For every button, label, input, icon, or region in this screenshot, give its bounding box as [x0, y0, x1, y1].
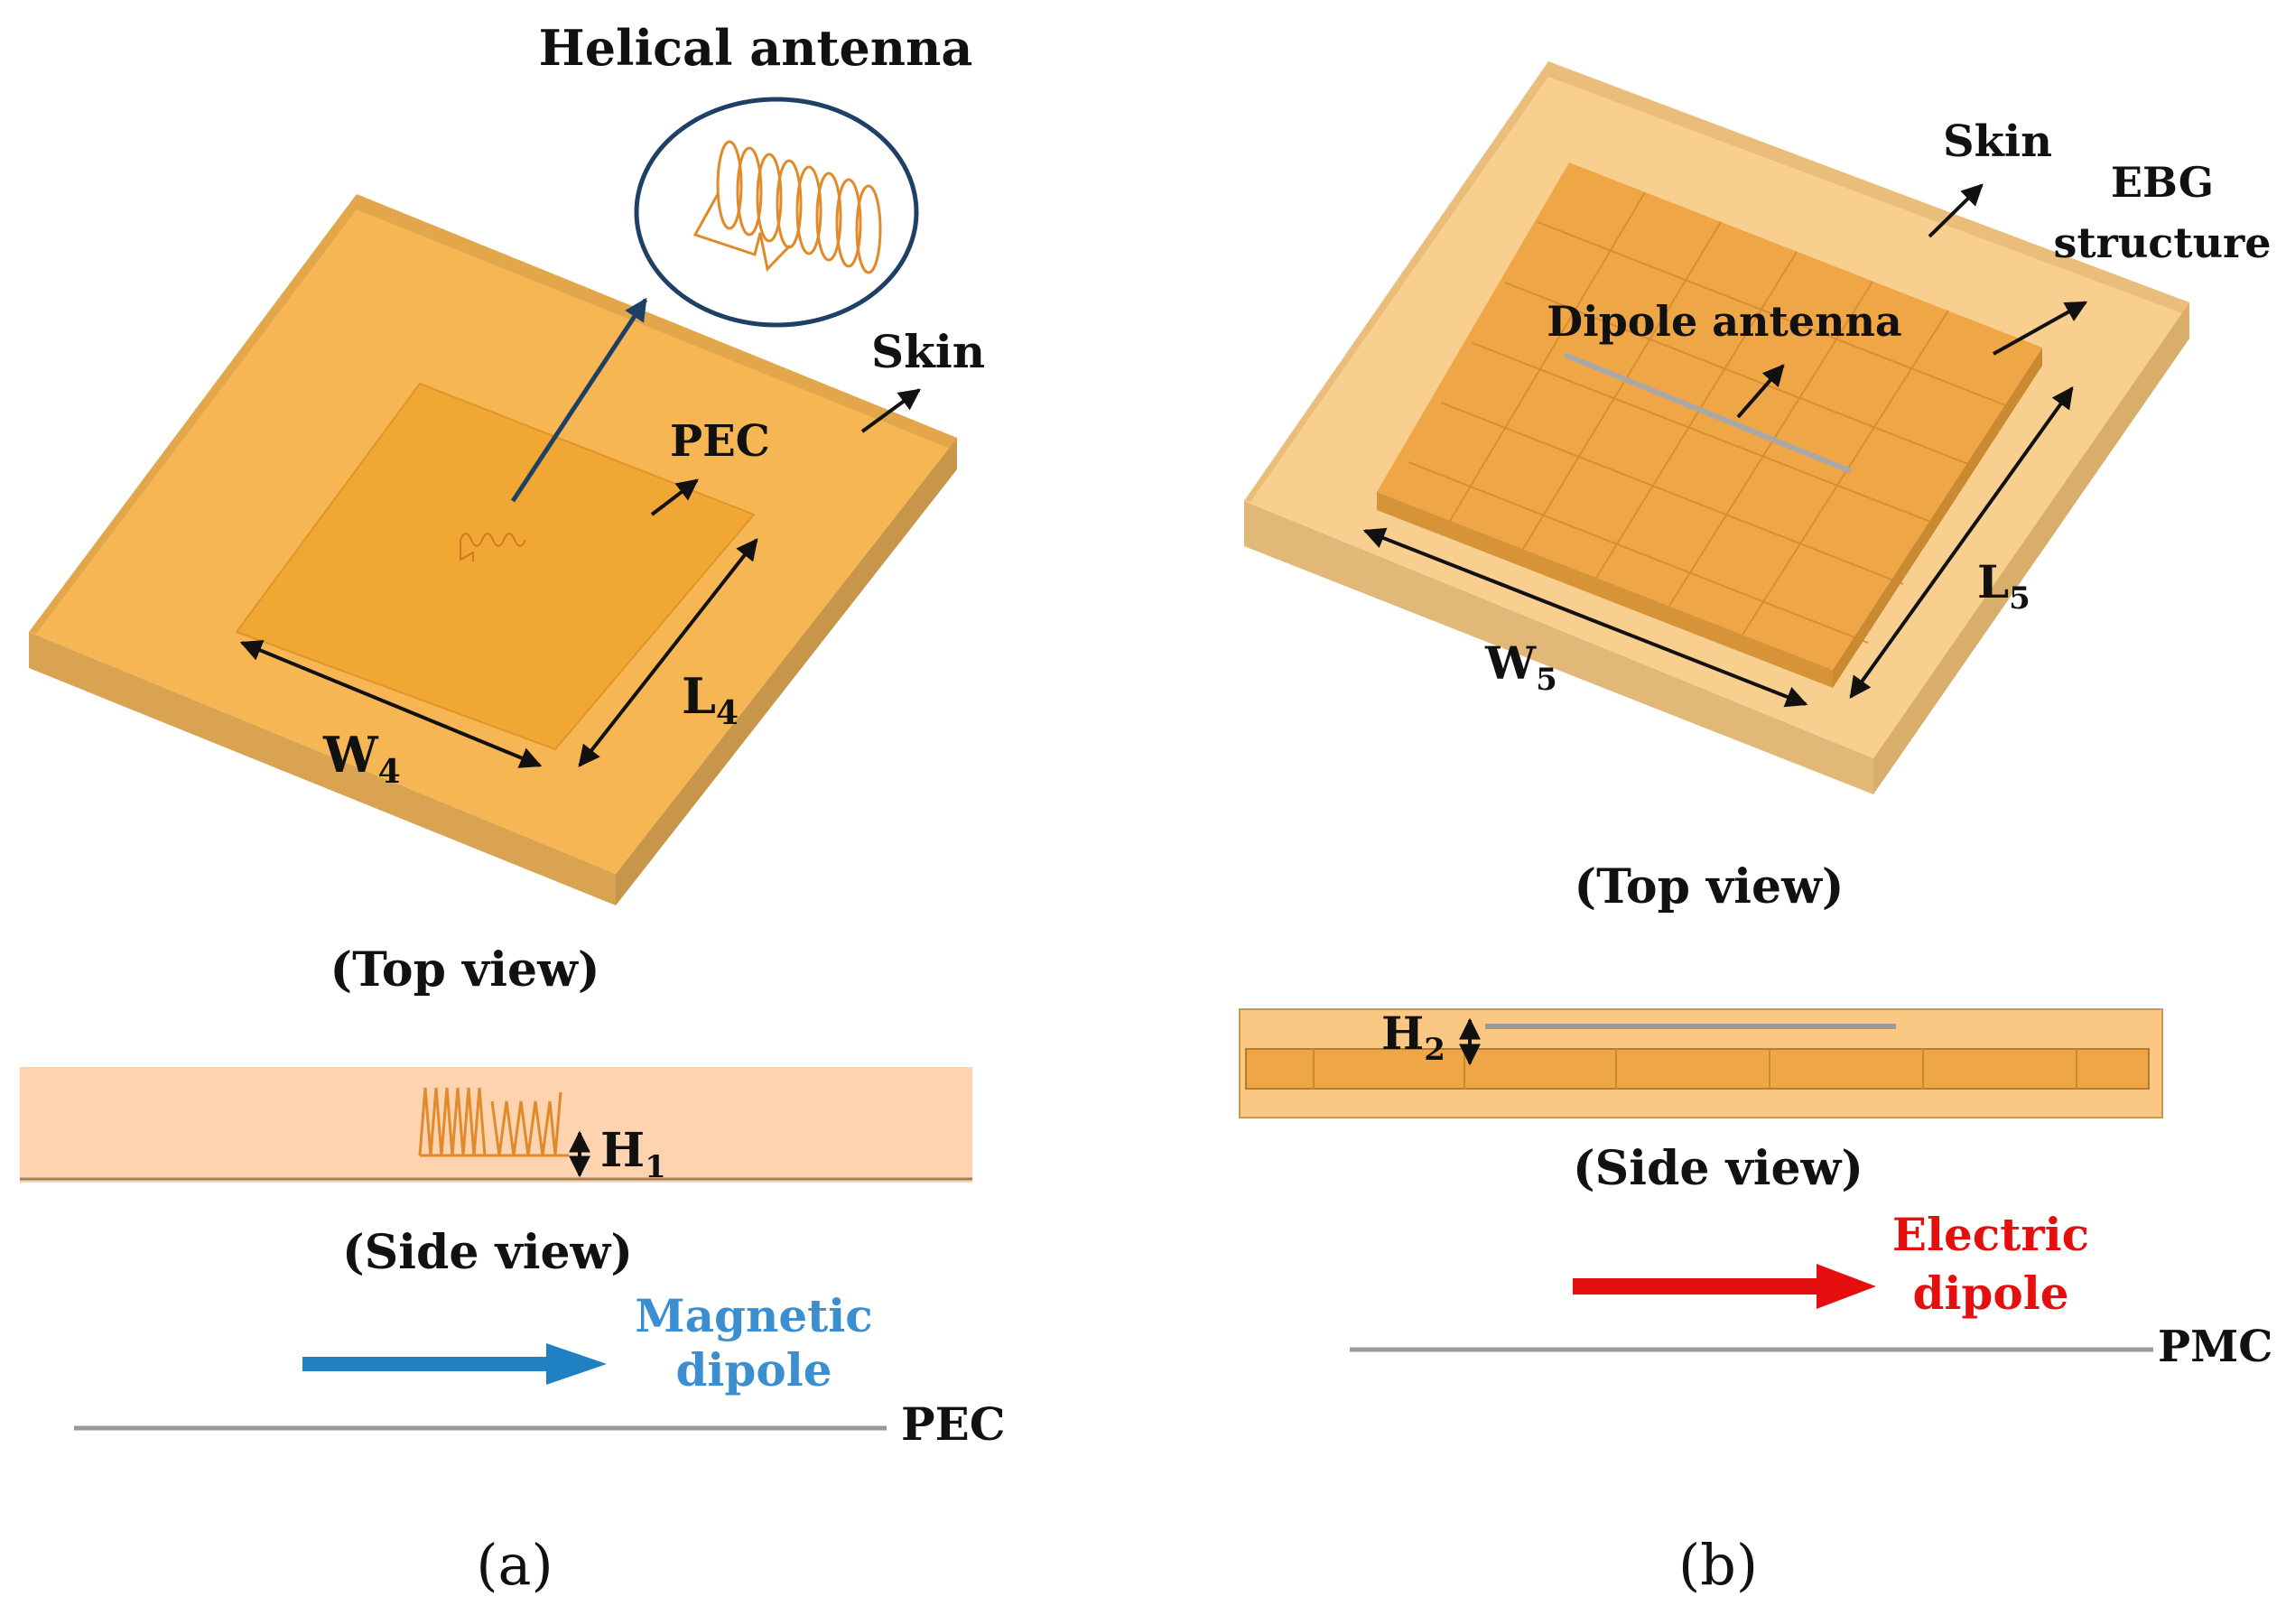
w5-dimension-arrow: [1362, 527, 1808, 708]
skin-slab-b-rim: [1244, 61, 2189, 502]
helical-antenna-label: Helical antenna: [539, 19, 973, 77]
electric-dipole-arrowhead: [1817, 1264, 1876, 1309]
side-view-a-helix: [418, 1087, 569, 1157]
side-view-caption-a: (Side view): [342, 1225, 633, 1280]
caption-b: (b): [1678, 1532, 1758, 1598]
ebg-label-2: structure: [2053, 218, 2271, 267]
helix-small-a: [460, 533, 526, 561]
pec-arrow-a: [650, 478, 699, 516]
helix-leader-line: [510, 297, 648, 503]
magnetic-dipole-arrowhead: [546, 1343, 607, 1385]
l4-dimension-arrow: [578, 538, 758, 767]
magnetic-dipole-label-1: Magnetic: [635, 1289, 872, 1342]
dipole-antenna-element: [1563, 352, 1853, 474]
skin-label-b: Skin: [1943, 116, 2052, 167]
l5-label: L5: [1977, 555, 2030, 617]
top-view-caption-b: (Top view): [1575, 859, 1845, 914]
skin-slab-a-front-face: [29, 632, 616, 905]
ebg-arrow: [1993, 301, 2088, 356]
side-view-caption-b: (Side view): [1573, 1141, 1863, 1196]
w4-dimension-arrow: [239, 640, 543, 768]
pmc-ground-label: PMC: [2158, 1322, 2272, 1372]
ebg-label-1: EBG: [2111, 158, 2214, 207]
l4-label: L4: [682, 667, 739, 732]
skin-arrow-b: [1928, 183, 1984, 238]
h2-label: H2: [1381, 1007, 1445, 1068]
electric-dipole-label-2: dipole: [1912, 1267, 2068, 1320]
skin-label-a: Skin: [871, 325, 985, 378]
w4-label: W4: [322, 726, 401, 791]
dipole-antenna-arrow: [1736, 364, 1785, 419]
pec-label-a: PEC: [670, 416, 770, 467]
pec-ground-label: PEC: [901, 1397, 1006, 1451]
l5-dimension-arrow: [1849, 386, 2074, 699]
electric-dipole-label-1: Electric: [1892, 1208, 2089, 1261]
skin-arrow-a: [860, 388, 921, 433]
dipole-antenna-label: Dipole antenna: [1547, 297, 1901, 346]
caption-a: (a): [476, 1532, 553, 1598]
skin-slab-a-right-face: [616, 438, 957, 905]
magnetic-dipole-label-2: dipole: [675, 1343, 832, 1397]
h1-label: H1: [600, 1123, 666, 1185]
panel-b: Skin EBG structure Dipole antenna W5 L5 …: [1239, 61, 2272, 1598]
w5-label: W5: [1484, 636, 1557, 698]
helix-zoom-coil: [692, 140, 882, 274]
side-view-b-ebg-layer: [1245, 1048, 2150, 1090]
top-view-caption-a: (Top view): [330, 942, 600, 998]
panel-a: Helical antenna Skin PEC W4 L4 (Top view…: [20, 19, 1006, 1598]
